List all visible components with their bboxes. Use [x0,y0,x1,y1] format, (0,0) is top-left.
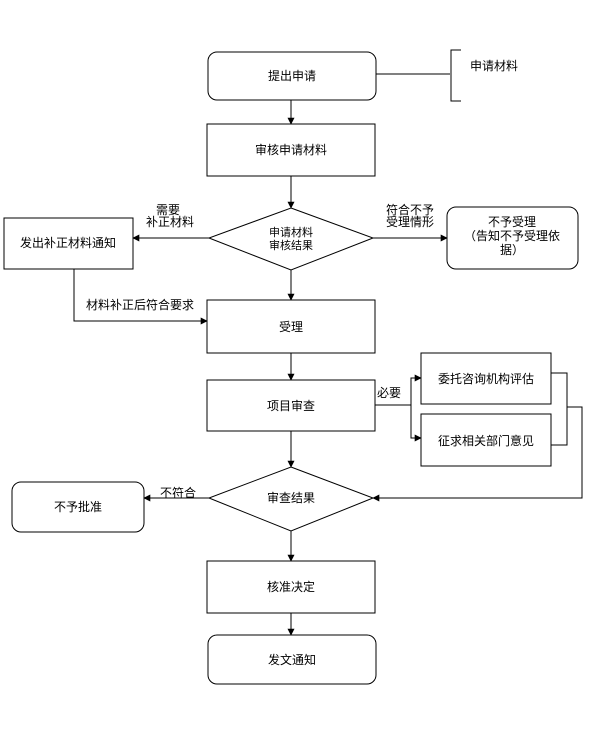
node-issue-correction [3,217,134,270]
label-approval-decision: 核准决定 [267,579,315,594]
edge-return-review [372,406,583,502]
edge-correction-accept [73,269,208,325]
node-consult-agency [420,352,552,405]
node-submit [207,51,377,101]
annotation-bracket [450,49,461,102]
label-needs-correction-2: 补正材料 [146,215,194,229]
label-not-approved: 不予批准 [54,499,102,514]
node-accept [206,299,376,354]
label-reject-accept-3: 据） [500,243,524,257]
label-reject-accept-1: 不予受理 [488,215,536,229]
label-corrected-meets: 材料补正后符合要求 [86,297,194,312]
label-project-review: 项目审查 [267,398,315,413]
label-not-acceptable-1: 符合不予 [386,202,434,217]
label-not-compliant: 不符合 [160,485,196,500]
node-solicit-opinions [420,413,552,467]
label-reject-accept-2: （告知不予受理依 [464,228,560,243]
label-application-materials: 申请材料 [470,59,518,73]
node-review-materials [206,123,376,177]
edge-branch-solicit [410,405,422,442]
node-not-approved [11,481,145,533]
label-submit: 提出申请 [268,68,316,83]
label-materials-decision-2: 审核结果 [269,238,313,252]
label-necessary: 必要 [377,386,401,400]
label-solicit-opinions: 征求相关部门意见 [438,433,534,448]
label-accept: 受理 [279,320,303,334]
edge-branch-consult [410,374,422,405]
label-review-materials: 审核申请材料 [255,142,327,157]
label-issue-correction: 发出补正材料通知 [20,235,116,250]
label-review-result: 审查结果 [267,490,315,505]
label-issue-notice: 发文通知 [268,652,316,667]
label-materials-decision-1: 申请材料 [269,225,313,239]
edge-consult-return [551,372,568,446]
label-consult-agency: 委托咨询机构评估 [438,371,534,386]
node-approval-decision [206,560,376,614]
label-not-acceptable-2: 受理情形 [386,215,434,229]
label-needs-correction-1: 需要 [156,203,180,217]
